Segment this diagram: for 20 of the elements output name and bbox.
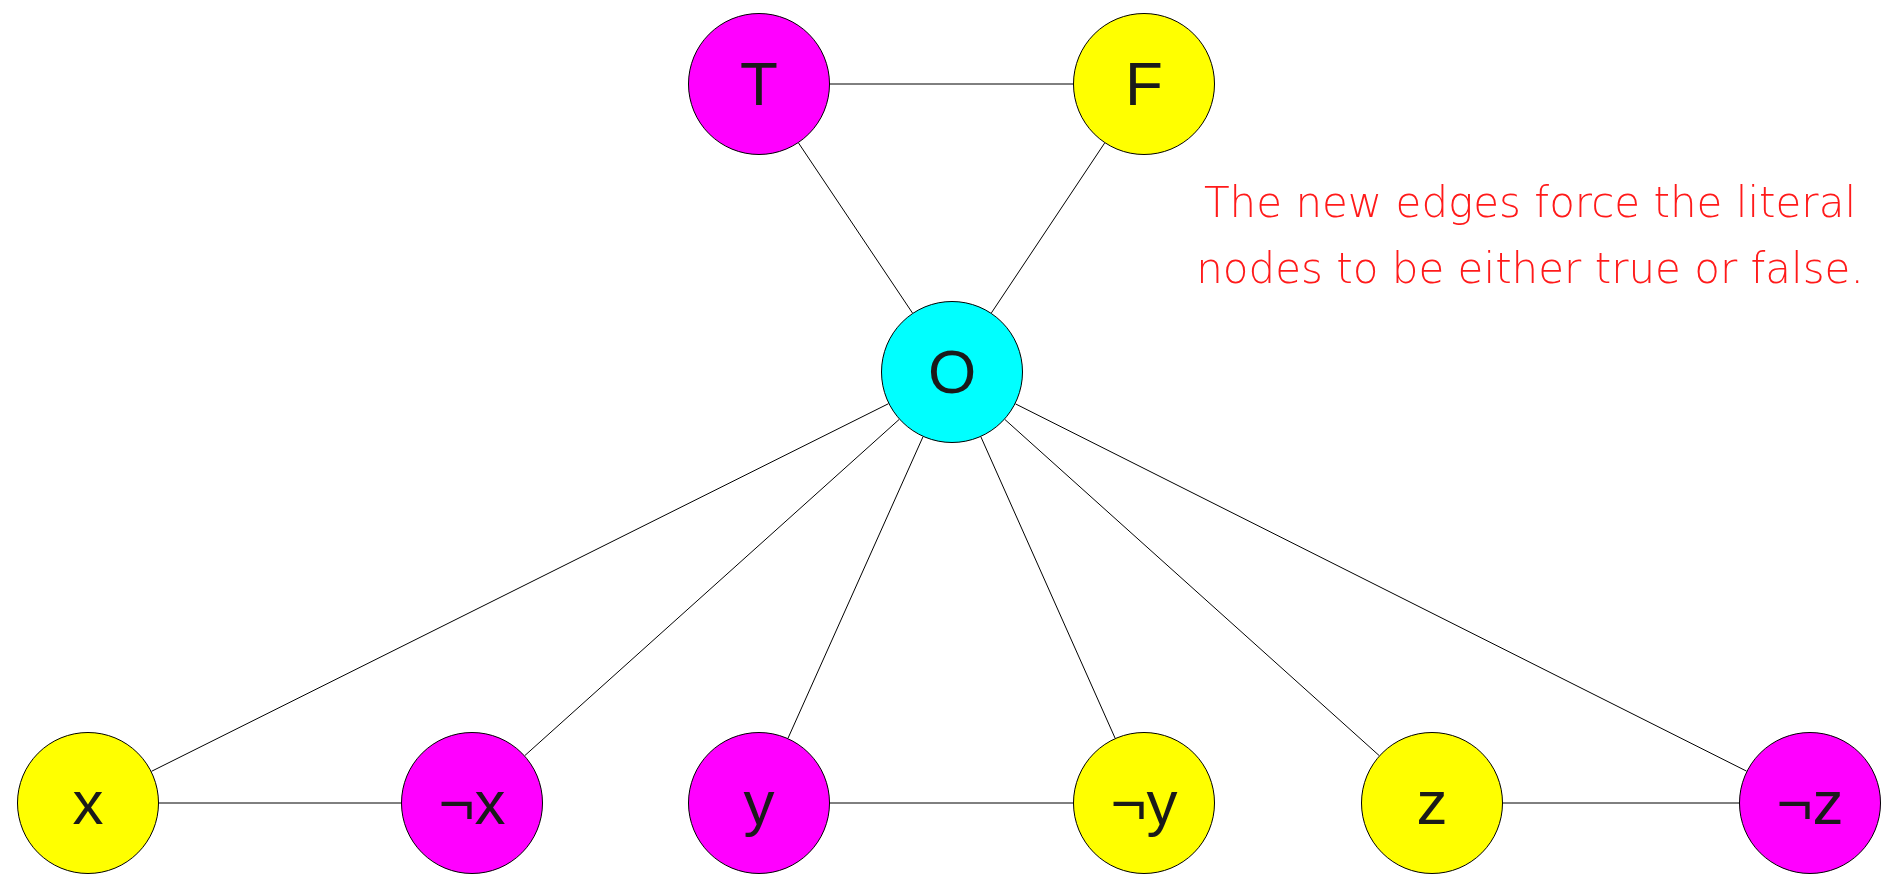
node-label: O (927, 341, 977, 403)
connector-line (798, 142, 913, 314)
node-label: F (1125, 53, 1163, 115)
node-label: z (1416, 772, 1448, 834)
node-label: x (72, 772, 104, 834)
node-label: T (740, 53, 778, 115)
annotation-note: The new edges force the literal nodes to be either true or false. (1195, 177, 1865, 295)
connector-line (787, 436, 924, 739)
connector-line (829, 802, 1074, 804)
node-label: ¬z (1776, 772, 1844, 834)
connector-line (151, 403, 889, 772)
connector-line (158, 802, 402, 804)
connector-line (990, 142, 1106, 314)
connector-line (524, 418, 900, 757)
connector-line (829, 83, 1074, 85)
node-label: ¬x (438, 772, 506, 834)
connector-line (1004, 418, 1380, 757)
connector-line (980, 436, 1116, 739)
connector-line (1014, 403, 1748, 772)
connector-line (1502, 802, 1740, 804)
